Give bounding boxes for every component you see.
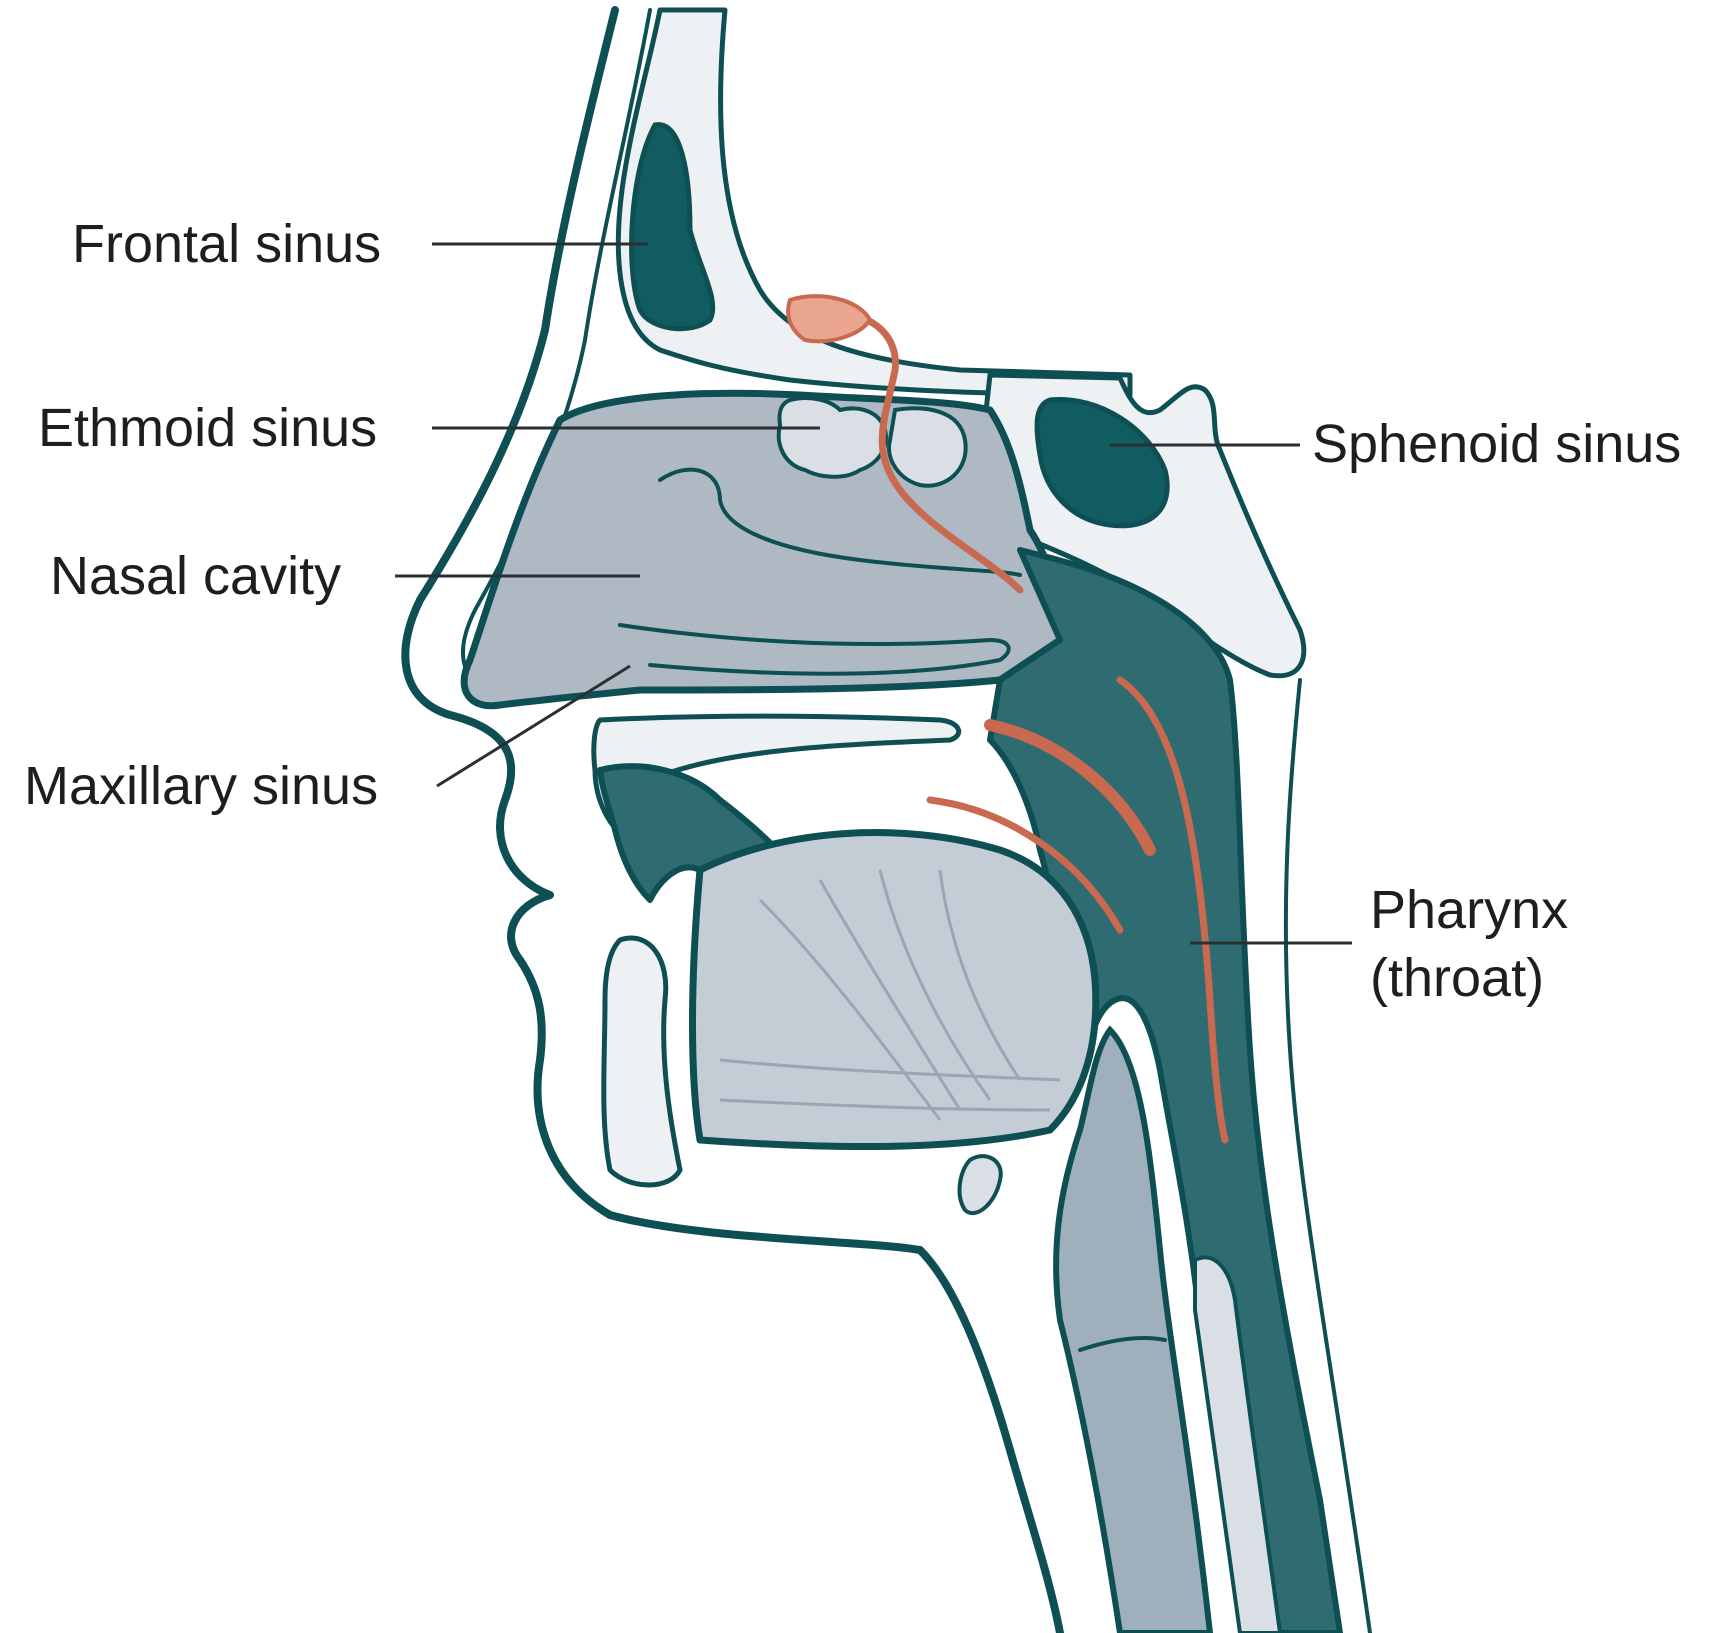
ethmoid-sinus-cell	[889, 408, 966, 485]
pharynx-throat-label: (throat)	[1370, 948, 1544, 1008]
olfactory-bulb	[788, 296, 870, 341]
ethmoid-sinus-label: Ethmoid sinus	[38, 398, 377, 458]
maxillary-sinus-label: Maxillary sinus	[24, 756, 378, 816]
frontal-bone	[618, 10, 1130, 395]
nasal-cavity-label: Nasal cavity	[50, 546, 341, 606]
sphenoid-sinus-label: Sphenoid sinus	[1312, 414, 1681, 474]
tongue	[693, 833, 1096, 1147]
pharynx-label: Pharynx	[1370, 880, 1568, 940]
hyoid-bone	[960, 1156, 1001, 1213]
mandible	[604, 938, 680, 1185]
frontal-sinus-label: Frontal sinus	[72, 214, 381, 274]
